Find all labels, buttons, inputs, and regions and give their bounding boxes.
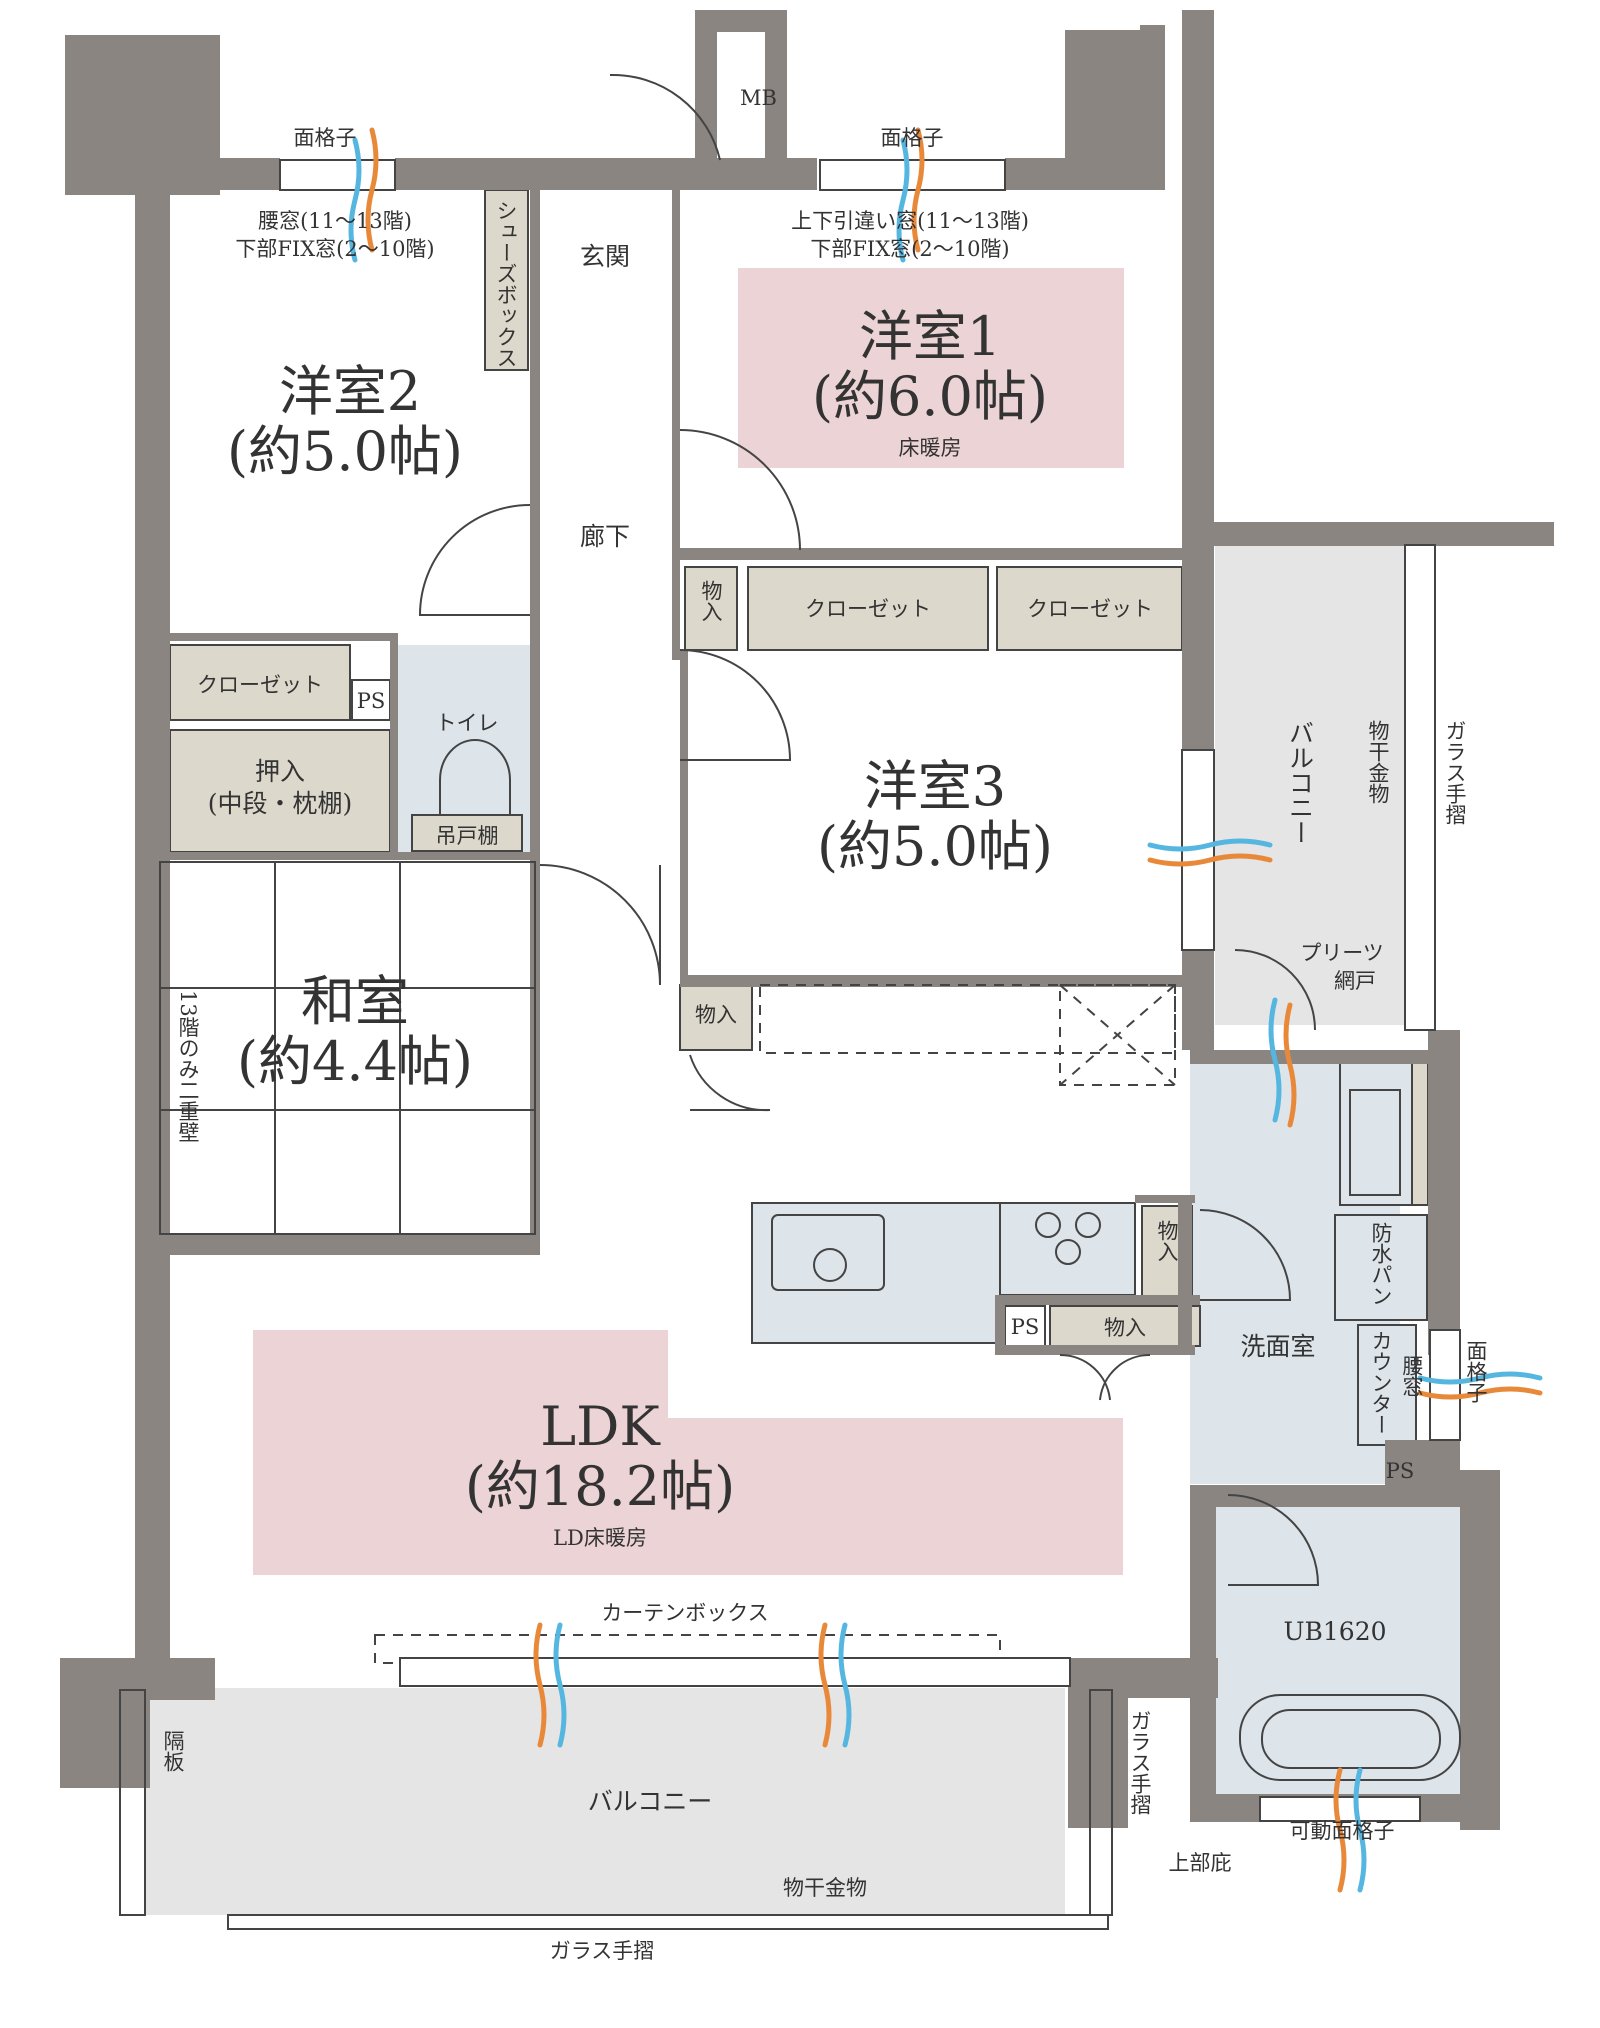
monohoshi-side-label: 物干金物	[1366, 720, 1390, 804]
ps-bath-label: PS	[1386, 1459, 1415, 1483]
tsuridana-label: 吊戸棚	[436, 824, 499, 848]
window-left-line1: 腰窓(11〜13階)	[258, 209, 412, 233]
storage-hall-label: 物入	[699, 580, 723, 622]
yoshitsu1-size: (約6.0帖)	[812, 365, 1048, 428]
balcony-side-label: バルコニー	[1286, 720, 1315, 845]
yoshitsu1-note: 床暖房	[899, 436, 962, 460]
shoes-box-label: シューズボックス	[494, 200, 518, 368]
tsuridana-unit	[411, 814, 523, 852]
washitsu-name: 和室	[301, 970, 409, 1033]
glass-rail-right-label: ガラス手摺	[1128, 1710, 1152, 1815]
counter-label: カウンター	[1369, 1330, 1393, 1435]
yoshitsu3-size: (約5.0帖)	[817, 815, 1053, 878]
roka-label: 廊下	[580, 522, 630, 551]
yoshitsu2-size: (約5.0帖)	[227, 420, 463, 483]
yoshitsu1-heating-area	[738, 268, 1124, 468]
ps-kitchen-label: PS	[1011, 1315, 1040, 1339]
toilet-label: トイレ	[436, 711, 499, 735]
balcony-main-label: バルコニー	[588, 1787, 713, 1816]
mengoshi-top-left-label: 面格子	[294, 126, 357, 150]
yoshitsu1-name: 洋室1	[859, 305, 1001, 368]
mb-label: MB	[740, 86, 777, 110]
ldk-note: LD床暖房	[553, 1526, 647, 1550]
washer-side-panel	[1411, 1059, 1429, 1206]
storage-kitchen-bottom	[1049, 1305, 1201, 1347]
genkan-label: 玄関	[580, 242, 630, 271]
shoes-box	[484, 189, 529, 371]
closet-left	[169, 644, 351, 721]
ldk-size: (約18.2帖)	[465, 1455, 735, 1518]
closet-mid-label: クローゼット	[805, 597, 931, 621]
door-swings	[418, 73, 1320, 1586]
pleats-label-2: 網戸	[1334, 969, 1376, 993]
closet-mid	[747, 566, 989, 651]
airflow-arrows	[348, 127, 1543, 1893]
glass-rail-bottom-label: ガラス手摺	[550, 1939, 655, 1963]
kakuita-label: 隔板	[161, 1730, 185, 1772]
oshiire-note: (中段・枕棚)	[208, 789, 353, 818]
railings	[119, 544, 1436, 1930]
mengoshi-top-right-label: 面格子	[881, 126, 944, 150]
monohoshi-main-label: 物干金物	[783, 1876, 867, 1900]
storage-kitchen-bottom-label: 物入	[1104, 1316, 1146, 1340]
storage-kitchen-left-label: 物入	[695, 1003, 737, 1027]
kitchen-counter	[751, 1202, 1001, 1344]
mengoshi-right-label: 面格子	[1464, 1340, 1488, 1403]
closet-right-label: クローゼット	[1027, 597, 1153, 621]
closet-left-label: クローゼット	[197, 673, 323, 697]
oshiire-unit	[169, 729, 391, 853]
washitsu-note: 13階のみ二重壁	[176, 990, 200, 1143]
stove-counter	[999, 1202, 1136, 1296]
closet-right	[996, 566, 1183, 651]
dashed-lines	[374, 984, 1176, 1664]
jobu-bisashi-label: 上部庇	[1169, 1851, 1232, 1875]
window-right-line2: 下部FIX窓(2〜10階)	[810, 237, 1009, 261]
washitsu-size: (約4.4帖)	[237, 1030, 473, 1093]
yoshitsu2-name: 洋室2	[279, 360, 421, 423]
ldk-name: LDK	[540, 1395, 661, 1458]
koshimado-label: 腰窓	[1400, 1355, 1424, 1397]
fixtures	[439, 739, 1461, 1781]
side-balcony-floor	[1215, 545, 1405, 1025]
storage-hall	[684, 566, 738, 651]
senmen-label: 洗面室	[1240, 1332, 1315, 1361]
window-right-line1: 上下引違い窓(11〜13階)	[791, 209, 1029, 233]
storage-kitchen-right-label: 物入	[1155, 1220, 1179, 1262]
counter-unit	[1357, 1324, 1417, 1446]
main-balcony-floor	[145, 1688, 1065, 1915]
ub-label: UB1620	[1283, 1617, 1386, 1646]
bouzui-pan-label: 防水パン	[1369, 1222, 1393, 1306]
tatami-grid	[159, 861, 536, 1235]
window-left-line2: 下部FIX窓(2〜10階)	[235, 237, 434, 261]
glass-rail-side-label: ガラス手摺	[1443, 720, 1467, 825]
kado-mengoshi-label: 可動面格子	[1290, 1819, 1395, 1843]
ldk-heating-area	[253, 1330, 1123, 1575]
ps-closet	[351, 679, 391, 721]
curtain-box-label: カーテンボックス	[601, 1601, 768, 1625]
pleats-label-1: プリーツ	[1300, 941, 1384, 965]
ps-closet-label: PS	[357, 689, 386, 713]
laundry-pan	[1334, 1214, 1428, 1321]
yoshitsu3-name: 洋室3	[864, 755, 1006, 818]
oshiire-label: 押入	[255, 757, 305, 786]
